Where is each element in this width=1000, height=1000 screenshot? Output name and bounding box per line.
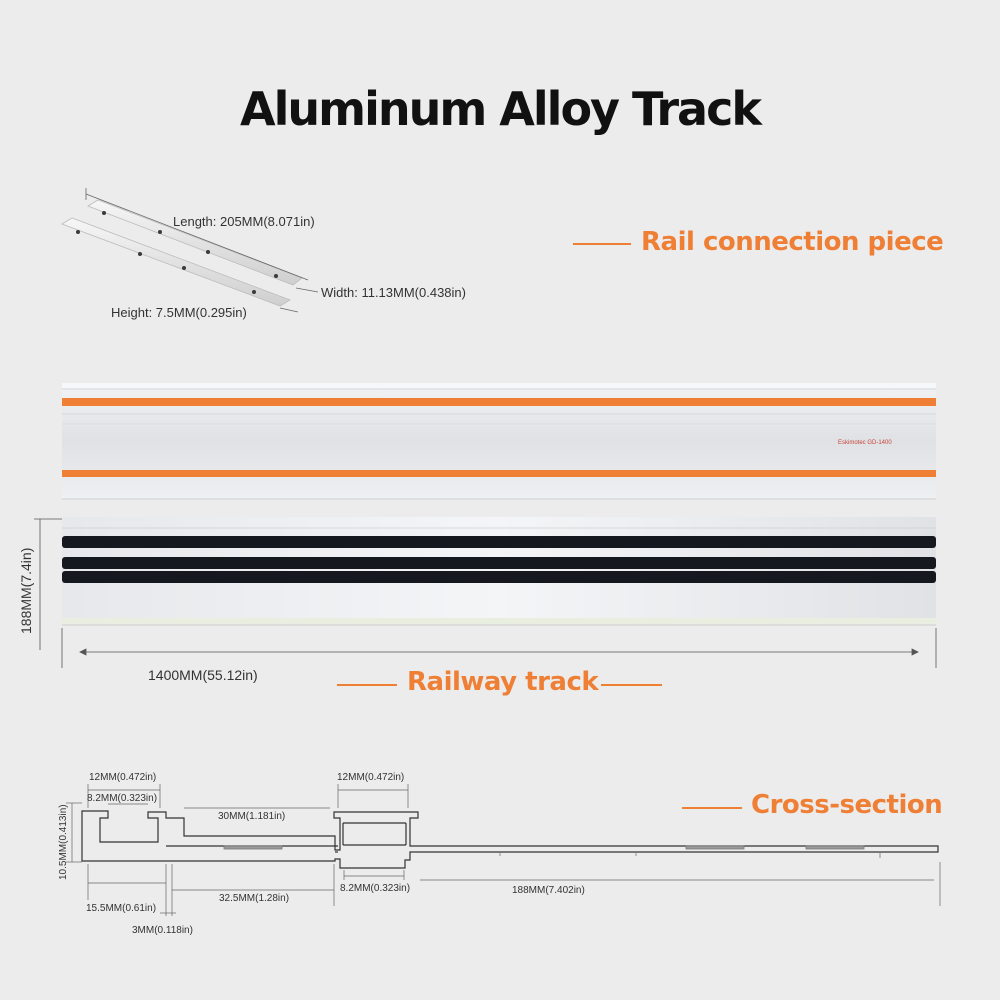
cross-section-dimension-lines — [66, 784, 941, 916]
orange-strip-bottom — [62, 470, 936, 477]
section-dash — [573, 243, 631, 245]
dim-12mm-right: 12MM(0.472in) — [337, 772, 405, 783]
dim-12mm-left: 12MM(0.472in) — [89, 772, 157, 783]
track-height-dim: 188MM(7.4in) — [18, 547, 34, 634]
rubber-strip-1 — [62, 536, 936, 548]
section-dash — [601, 684, 662, 686]
dim-188mm: 188MM(7.402in) — [512, 885, 585, 896]
connection-width-label: Width: 11.13MM(0.438in) — [321, 285, 466, 300]
orange-strip-top — [62, 398, 936, 406]
dim-10-5mm: 10.5MM(0.413in) — [58, 804, 69, 880]
connection-bar-bottom — [61, 217, 291, 307]
rubber-strip-2 — [62, 557, 936, 569]
track-dimension-lines — [34, 518, 937, 668]
connection-height-label: Height: 7.5MM(0.295in) — [111, 305, 247, 320]
track-top-view — [62, 383, 936, 500]
section-label-cross-section: Cross-section — [751, 790, 943, 820]
dim-3mm: 3MM(0.118in) — [132, 925, 193, 936]
track-bottom-view — [62, 517, 936, 626]
dim-8-2mm-right: 8.2MM(0.323in) — [340, 883, 411, 894]
connection-piece-bars — [61, 188, 319, 313]
dim-32-5mm: 32.5MM(1.28in) — [219, 893, 290, 904]
page-title: Aluminum Alloy Track — [240, 82, 762, 136]
connection-length-label: Length: 205MM(8.071in) — [173, 214, 315, 229]
section-label-connection: Rail connection piece — [641, 227, 944, 257]
dim-8-2mm-left: 8.2MM(0.323in) — [87, 793, 158, 804]
section-dash — [682, 807, 742, 809]
track-length-dim: 1400MM(55.12in) — [148, 667, 258, 683]
cross-section-details — [223, 845, 881, 858]
track-brand-label: Eskimotec GD-1400 — [838, 440, 892, 446]
dim-15-5mm: 15.5MM(0.61in) — [86, 903, 157, 914]
section-label-railway: Railway track — [407, 667, 599, 697]
section-dash — [337, 684, 397, 686]
dim-30mm: 30MM(1.181in) — [218, 811, 286, 822]
rubber-strip-3 — [62, 571, 936, 583]
